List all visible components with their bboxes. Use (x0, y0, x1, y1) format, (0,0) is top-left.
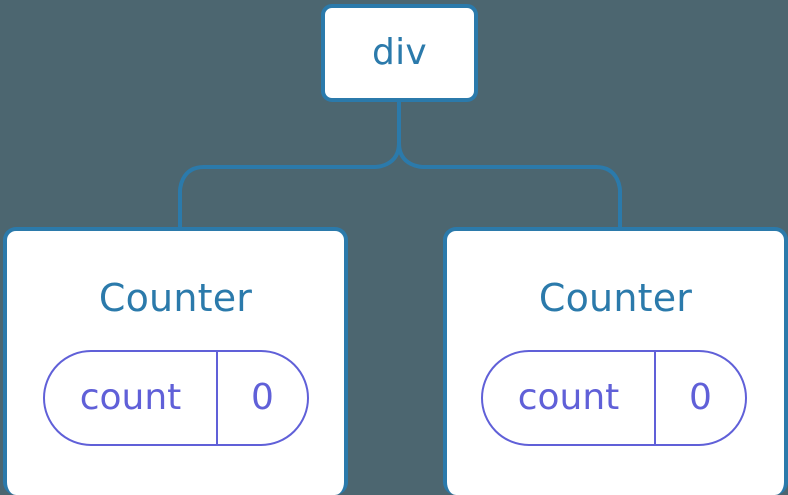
node-div[interactable]: div (321, 4, 478, 102)
state-pill-2-value: 0 (689, 377, 712, 418)
state-pill-2[interactable]: count 0 (481, 350, 747, 446)
connector-branch-left (178, 142, 401, 229)
state-pill-2-key-cell: count (483, 352, 656, 444)
state-pill-1-key: count (79, 377, 182, 418)
node-div-label: div (371, 32, 428, 73)
node-counter-2-label: Counter (538, 276, 693, 320)
state-pill-1-key-cell: count (45, 352, 218, 444)
node-counter-1-label: Counter (98, 276, 253, 320)
state-pill-1[interactable]: count 0 (43, 350, 309, 446)
state-pill-2-value-cell: 0 (656, 352, 745, 444)
state-pill-1-value-cell: 0 (218, 352, 307, 444)
state-pill-1-value: 0 (251, 377, 274, 418)
state-pill-2-key: count (517, 377, 620, 418)
connector-branch-right (397, 142, 622, 229)
